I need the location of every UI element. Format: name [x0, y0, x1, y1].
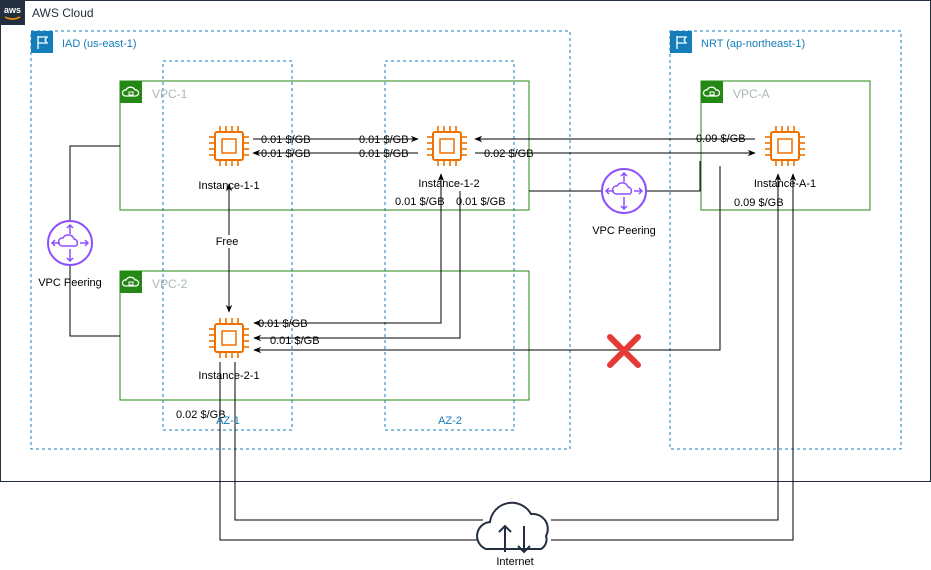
flow-i21-internet-outer: [219, 362, 483, 541]
az-2-label: AZ-2: [438, 415, 462, 427]
vpc-peering-left-label: VPC Peering: [38, 277, 102, 289]
region-nrt-label: NRT (ap-northeast-1): [701, 38, 805, 50]
internet-cloud-icon: [476, 501, 549, 554]
cost-i12-to-ia1: 0.02 $/GB: [484, 148, 534, 160]
az-1-label: AZ-1: [216, 415, 240, 427]
cost-i11-i21: Free: [216, 236, 239, 248]
flow-internet-ia1-outer: [551, 173, 797, 541]
cost-i21-internet: 0.02 $/GB: [176, 409, 226, 421]
aws-cloud-group: [0, 0, 931, 482]
vpc-peering-middle-label: VPC Peering: [592, 225, 656, 237]
vpc-icon: [119, 80, 143, 104]
vpc-1-label: VPC-1: [152, 87, 188, 101]
instance-1-1-label: Instance-1-1: [198, 180, 259, 192]
flow-i12-to-i21-b: [253, 191, 461, 342]
vpc-2-label: VPC-2: [152, 277, 188, 291]
region-flag-icon: [30, 30, 54, 54]
flow-internet-ia1-inner: [551, 173, 782, 521]
instance-2-1-label: Instance-2-1: [198, 370, 259, 382]
cost-i12-down-b: 0.01 $/GB: [456, 196, 506, 208]
cost-i11-from-i12: 0.01 $/GB: [261, 148, 311, 160]
cost-i12-down-a: 0.01 $/GB: [395, 196, 445, 208]
az-2: [384, 60, 515, 431]
vpc-icon: [119, 270, 143, 294]
flow-ia1-to-i21-blocked: [253, 166, 721, 354]
flow-i12-to-i21-a: [253, 173, 445, 327]
cost-i12-to-i11: 0.01 $/GB: [359, 148, 409, 160]
instance-1-2-label: Instance-1-2: [418, 178, 479, 190]
ec2-instance-icon: [426, 125, 468, 167]
internet-label: Internet: [496, 556, 533, 568]
region-iad: [30, 30, 571, 450]
vpc-icon: [700, 80, 724, 104]
vpc-peering-icon: [601, 168, 647, 214]
instance-a-1-label: Instance-A-1: [754, 178, 816, 190]
cost-ia1-internet: 0.09 $/GB: [734, 197, 784, 209]
cost-i21-from-i12-a: 0.01 $/GB: [258, 318, 308, 330]
cost-ia1-to-i12: 0.09 $/GB: [696, 133, 746, 145]
vpc-a-label: VPC-A: [733, 87, 770, 101]
peering-link-middle: [529, 161, 701, 192]
ec2-instance-icon: [764, 125, 806, 167]
cost-i11-to-i12: 0.01 $/GB: [261, 134, 311, 146]
region-flag-icon: [669, 30, 693, 54]
region-nrt: [669, 30, 902, 450]
cost-i21-from-i12-b: 0.01 $/GB: [270, 335, 320, 347]
vpc-peering-icon: [47, 220, 93, 266]
aws-cloud-title: AWS Cloud: [32, 6, 94, 20]
cost-labels: 0.01 $/GB 0.01 $/GB 0.01 $/GB 0.01 $/GB …: [176, 133, 784, 421]
region-iad-label: IAD (us-east-1): [62, 38, 137, 50]
cost-i12-from-i11: 0.01 $/GB: [359, 134, 409, 146]
vpc-a: [700, 80, 871, 211]
ec2-instance-icon: [208, 317, 250, 359]
svg-text:aws: aws: [4, 5, 21, 15]
blocked-x-icon: [607, 334, 641, 368]
flow-i21-internet-inner: [234, 362, 483, 521]
ec2-instance-icon: [208, 125, 250, 167]
aws-logo-icon: aws: [0, 0, 25, 25]
